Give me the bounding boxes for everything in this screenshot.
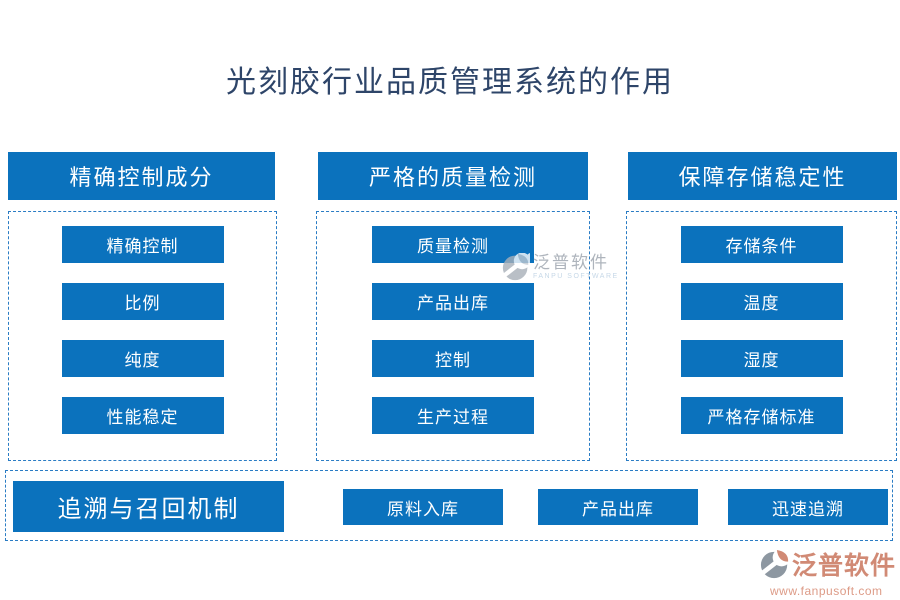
logo-url-text: www.fanpusoft.com [770, 584, 883, 598]
item-box: 严格存储标准 [680, 397, 843, 434]
item-box: 生产过程 [372, 397, 534, 434]
page-title: 光刻胶行业品质管理系统的作用 [226, 66, 674, 99]
item-box: 精确控制 [61, 226, 224, 263]
item-box: 比例 [61, 283, 224, 320]
trace-recall-box: 追溯与召回机制 [13, 481, 284, 532]
column-body-precise-control: 精确控制 比例 纯度 性能稳定 [8, 211, 277, 461]
column-body-quality-inspection: 质量检测 产品出库 控制 生产过程 [316, 211, 590, 461]
logo-name: 泛普软件 [792, 552, 897, 580]
column-header-quality-inspection: 严格的质量检测 [318, 152, 588, 200]
bottom-item-box: 迅速追溯 [728, 489, 888, 525]
bottom-item-box: 原料入库 [343, 489, 503, 525]
item-box: 控制 [372, 340, 534, 377]
item-box: 质量检测 [372, 226, 534, 263]
bottom-item-box: 产品出库 [538, 489, 698, 525]
column-header-precise-control: 精确控制成分 [8, 152, 275, 200]
item-box: 湿度 [680, 340, 843, 377]
column-header-storage-stability: 保障存储稳定性 [628, 152, 897, 200]
column-body-storage-stability: 存储条件 温度 湿度 严格存储标准 [626, 211, 897, 461]
item-box: 温度 [680, 283, 843, 320]
fanpu-logo: 泛普软件 www.fanpusoft.com [755, 548, 897, 598]
item-box: 存储条件 [680, 226, 843, 263]
item-box: 产品出库 [372, 283, 534, 320]
fanpu-logo-icon [755, 548, 793, 584]
item-box: 性能稳定 [61, 397, 224, 434]
item-box: 纯度 [61, 340, 224, 377]
bottom-row-container: 追溯与召回机制 原料入库 产品出库 迅速追溯 [5, 470, 893, 541]
